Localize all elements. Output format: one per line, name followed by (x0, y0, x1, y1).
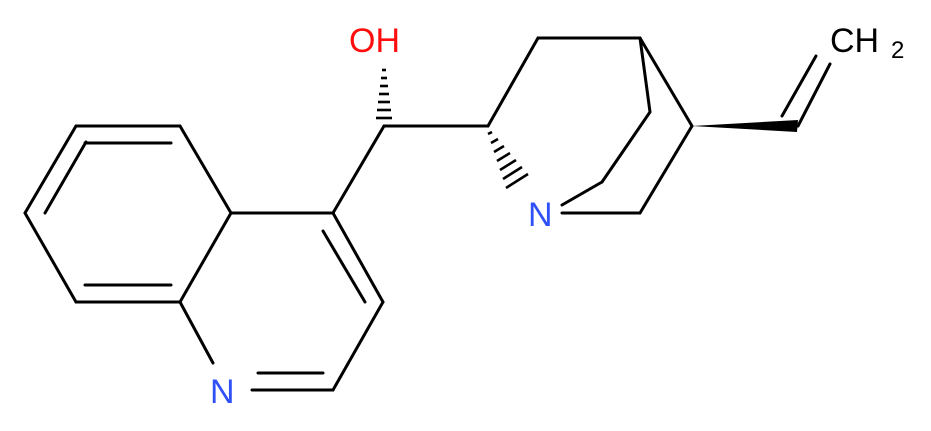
bond (560, 180, 604, 207)
wedge-hash (490, 137, 499, 145)
bond (23, 211, 78, 304)
hashed-wedge-to-n (487, 130, 529, 190)
wedge-hash (496, 151, 511, 163)
bond (178, 124, 233, 215)
bond (43, 140, 88, 215)
bond (331, 211, 385, 304)
quinuclidine-nitrogen-label: N (528, 196, 553, 234)
vinyl-ch2-label: CH (830, 22, 879, 60)
bond (331, 300, 385, 392)
bond (780, 54, 818, 118)
bond (638, 124, 694, 215)
wedge-hash (493, 144, 505, 154)
quinoline-nitrogen-label: N (210, 373, 235, 411)
bond (486, 36, 540, 128)
carbinol-linker (331, 68, 490, 215)
quinuclidine-cage (486, 36, 694, 215)
bond (600, 110, 652, 184)
bond (23, 124, 78, 215)
hydroxyl-label: OH (349, 22, 400, 60)
wedge-hash (499, 158, 517, 172)
quinoline-ring-system (23, 124, 385, 392)
bond (178, 300, 215, 365)
bond (321, 229, 367, 304)
atom-labels: OH N N CH 2 (210, 22, 904, 411)
wedge-hash (505, 172, 529, 190)
bond (796, 62, 832, 128)
bond (638, 36, 652, 114)
vinyl-group (692, 54, 832, 132)
wedge-hash (487, 130, 493, 136)
hashed-wedge-to-oh (376, 68, 392, 120)
solid-wedge-bond (692, 120, 798, 132)
bond (331, 124, 386, 215)
wedge-hash (502, 165, 523, 181)
bond (638, 36, 694, 128)
bond (178, 211, 233, 304)
vinyl-ch2-subscript: 2 (891, 37, 904, 64)
